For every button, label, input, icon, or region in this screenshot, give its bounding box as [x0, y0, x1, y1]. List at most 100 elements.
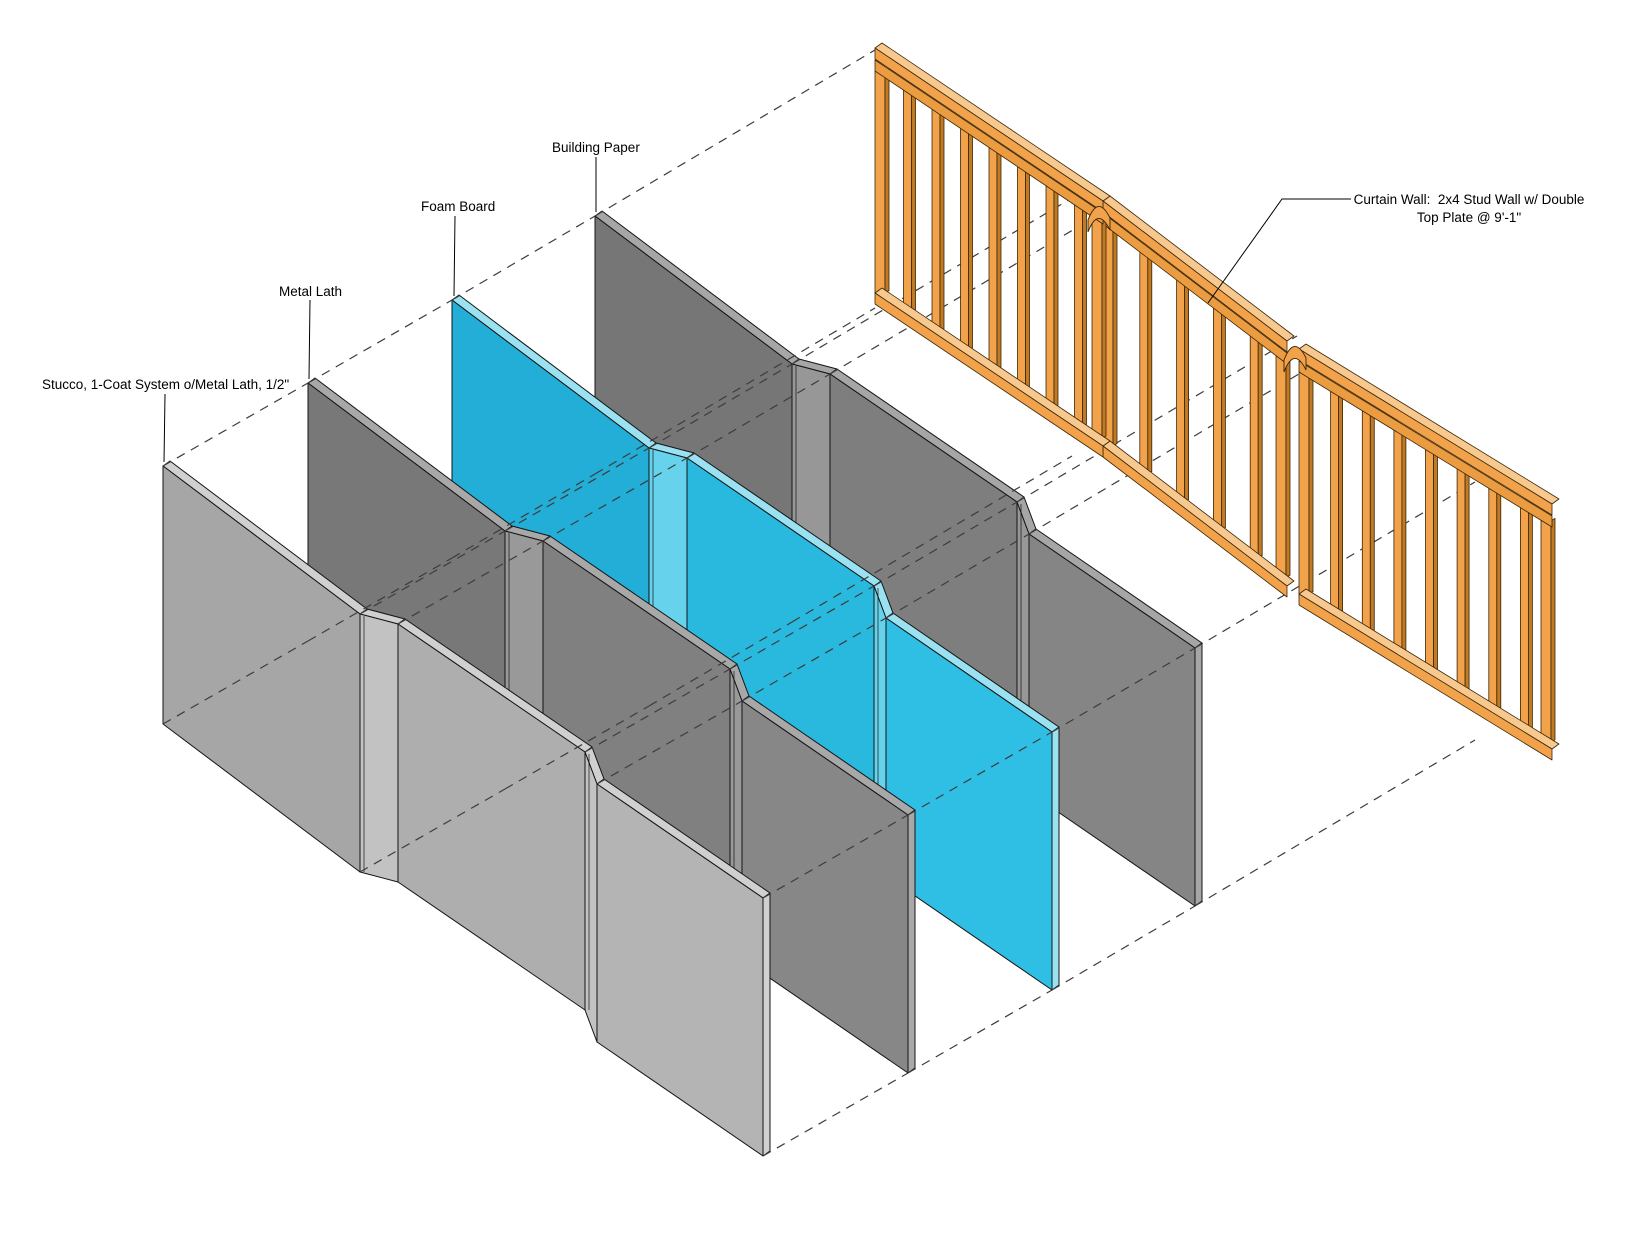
label-stucco: Stucco, 1-Coat System o/Metal Lath, 1/2" [42, 377, 289, 392]
labels: Stucco, 1-Coat System o/Metal Lath, 1/2"… [42, 140, 1584, 392]
stud-side [1257, 333, 1263, 559]
metal-lath-end-edge [907, 809, 916, 1074]
stud-side [1308, 369, 1314, 595]
curtain-wall-stud-frame-segment-3 [1298, 343, 1560, 761]
leader-metal-lath [308, 299, 311, 380]
stud-side [939, 106, 945, 332]
stud-side [1184, 277, 1189, 503]
explosion-dashed-line [162, 640, 309, 725]
explosion-dashed-line [451, 215, 596, 301]
stud [1330, 391, 1339, 614]
explosion-dashed-line [397, 540, 544, 625]
stud-side [1550, 517, 1556, 743]
label-metal-lath: Metal Lath [279, 284, 342, 299]
stucco-jog-strip [584, 751, 598, 1043]
bottom-plate [1298, 593, 1553, 761]
stud-side [1285, 353, 1291, 578]
explosion-dashed-line [307, 299, 453, 384]
leader-foam-board [453, 215, 456, 297]
explosion-dashed-line [791, 455, 1073, 623]
plate-corner-curve-2 [1283, 346, 1307, 373]
top-plate-lower [1102, 212, 1288, 365]
leader-stucco [163, 393, 166, 463]
stud-side [1464, 466, 1470, 692]
curtain-wall-stud-frame-segment-2 [1102, 195, 1295, 598]
explosion-dashed-line [596, 700, 743, 785]
explosion-dashed-line [741, 617, 887, 702]
stud [1017, 166, 1026, 390]
stud [1091, 216, 1103, 440]
explosion-dashed-line [729, 585, 875, 670]
top-plate-cap [1102, 195, 1295, 342]
explosion-dashed-line [907, 989, 1053, 1074]
stud-side [1147, 249, 1153, 475]
stud-side [1401, 427, 1407, 653]
stucco-face [397, 623, 586, 1011]
stud-side [1528, 505, 1533, 730]
label-foam-board: Foam Board [421, 199, 495, 214]
explosion-dashed-line [162, 382, 309, 467]
explosion-dashed-line [451, 473, 596, 559]
stucco-layer [162, 460, 771, 1157]
explosion-dashed-line [542, 457, 688, 542]
explosion-dashed-line [359, 788, 506, 873]
top-plate-lower [1298, 360, 1553, 528]
explosion-dashed-line [762, 814, 909, 899]
wall-layer-panels [162, 210, 1203, 1157]
stud [1074, 204, 1083, 428]
stud-side [1025, 164, 1030, 390]
stud [1540, 520, 1552, 743]
stud-side [996, 145, 1002, 370]
stud-side [1082, 202, 1087, 428]
stud [874, 71, 886, 294]
stud-side [1101, 214, 1107, 440]
stud [1393, 430, 1403, 653]
stud-side [1433, 447, 1438, 672]
bottom-plate [874, 292, 1104, 458]
explosion-dashed-line [359, 530, 506, 615]
stud-side [1338, 388, 1343, 614]
stud [1425, 449, 1434, 672]
explosion-dashed-line [1194, 739, 1476, 907]
stud [988, 147, 998, 370]
curtain-wall-stud-frame-segment-1 [874, 42, 1111, 458]
explosion-dashed-line [1016, 335, 1298, 503]
top-plate-upper [1102, 200, 1288, 353]
explosion-dashed-line [762, 1072, 909, 1157]
stud [1139, 252, 1149, 475]
stud-side [1112, 221, 1118, 447]
explosion-dashed-line [873, 501, 1018, 587]
plate-corner-curve-1 [1087, 206, 1111, 233]
building-paper-layer [594, 210, 1203, 907]
stud [1275, 355, 1287, 578]
stucco-end-edge [762, 892, 771, 1157]
explosion-dashed-line [504, 447, 650, 532]
leader-curtain-wall [1207, 198, 1351, 304]
explosion-dashed-line [594, 49, 876, 217]
stud [1456, 468, 1466, 692]
stud [1520, 507, 1529, 730]
label-curtain-wall-line2: Top Plate @ 9'-1" [1417, 210, 1522, 225]
stud-side [884, 68, 890, 294]
stucco-jog-strip [359, 613, 399, 883]
stud [903, 90, 912, 313]
explosion-dashed-line [594, 307, 876, 475]
label-leader-lines [163, 157, 1351, 463]
stud [1213, 308, 1222, 531]
stud [1298, 372, 1310, 595]
label-building-paper: Building Paper [552, 140, 640, 155]
stud-side [968, 126, 973, 351]
top-plate-lower [874, 59, 1104, 225]
explosion-dashed-line [885, 533, 1030, 619]
explosion-dashed-line [584, 668, 731, 753]
explosion-dashed-line [307, 557, 453, 642]
stud-side [1369, 408, 1375, 634]
stud [1176, 280, 1185, 503]
stud [1045, 185, 1055, 409]
foam-board-end-edge [1051, 726, 1060, 991]
building-paper-end-edge [1194, 642, 1203, 907]
stud-frame-wall [874, 42, 1560, 761]
stud [1249, 336, 1259, 559]
explosion-dashed-line [1051, 647, 1196, 733]
